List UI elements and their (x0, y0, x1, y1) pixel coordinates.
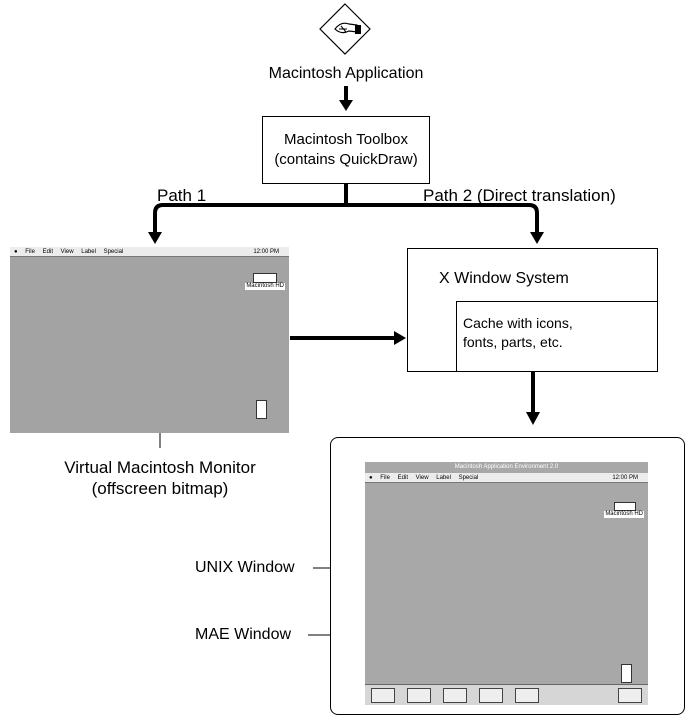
toolbar-button-1[interactable] (371, 688, 395, 703)
mae-menu-edit: Edit (397, 475, 408, 481)
menu-special: Special (103, 249, 124, 255)
cache-line2: fonts, parts, etc. (463, 334, 563, 350)
mae-menu-special: Special (458, 475, 479, 481)
application-icon (319, 3, 371, 55)
mae-title: Macintosh Application Environment 2.0 (365, 462, 648, 472)
application-label: Macintosh Application (268, 65, 424, 82)
mae-window: Macintosh Application Environment 2.0 ● … (365, 462, 648, 704)
cache-box: Cache with icons, fonts, parts, etc. (456, 301, 658, 372)
path1-label: Path 1 (157, 186, 207, 205)
apple-menu-icon: ● (14, 249, 18, 255)
monitor-label-line2: (offscreen bitmap) (91, 479, 229, 498)
mae-menubar: ● File Edit View Label Special 12:00 PM (365, 473, 648, 483)
cache-line1: Cache with icons, (463, 315, 573, 331)
xwindow-box: X Window System Cache with icons, fonts,… (407, 248, 658, 372)
mae-toolbar (365, 684, 648, 705)
virtual-menubar: ● File Edit View Label Special 12:00 PM (10, 247, 289, 257)
menubar-clock: 12:00 PM (253, 249, 279, 255)
toolbox-line1: Macintosh Toolbox (284, 131, 408, 148)
toolbar-button-3[interactable] (443, 688, 467, 703)
mae-trash-icon (621, 664, 632, 683)
menu-edit: Edit (42, 249, 53, 255)
disk-label: Macintosh HD (245, 283, 285, 290)
toolbox-line2: (contains QuickDraw) (274, 151, 418, 168)
mae-disk-label: Macintosh HD (604, 511, 644, 518)
toolbar-button-4[interactable] (479, 688, 503, 703)
unix-window-label: UNIX Window (195, 559, 295, 576)
toolbar-button-5[interactable] (515, 688, 539, 703)
unix-window: Macintosh Application Environment 2.0 ● … (330, 437, 685, 715)
mae-menu-file: File (380, 475, 390, 481)
toolbar-button-2[interactable] (407, 688, 431, 703)
toolbox-box: Macintosh Toolbox (contains QuickDraw) (262, 116, 430, 184)
mae-disk-icon (614, 502, 636, 511)
virtual-monitor-screen: ● File Edit View Label Special 12:00 PM … (10, 247, 289, 433)
menu-file: File (25, 249, 35, 255)
mae-menu-label: Label (436, 475, 451, 481)
mae-clock: 12:00 PM (612, 475, 638, 481)
xwindow-label: X Window System (439, 270, 569, 287)
mae-menu-view: View (415, 475, 429, 481)
trash-icon (256, 400, 267, 419)
menu-view: View (60, 249, 74, 255)
disk-icon (253, 273, 277, 283)
mae-window-label: MAE Window (195, 626, 292, 643)
mae-apple-icon: ● (369, 475, 373, 481)
help-button[interactable] (618, 688, 642, 703)
path2-label: Path 2 (Direct translation) (423, 186, 616, 205)
monitor-label-line1: Virtual Macintosh Monitor (64, 458, 256, 477)
menu-label: Label (81, 249, 96, 255)
